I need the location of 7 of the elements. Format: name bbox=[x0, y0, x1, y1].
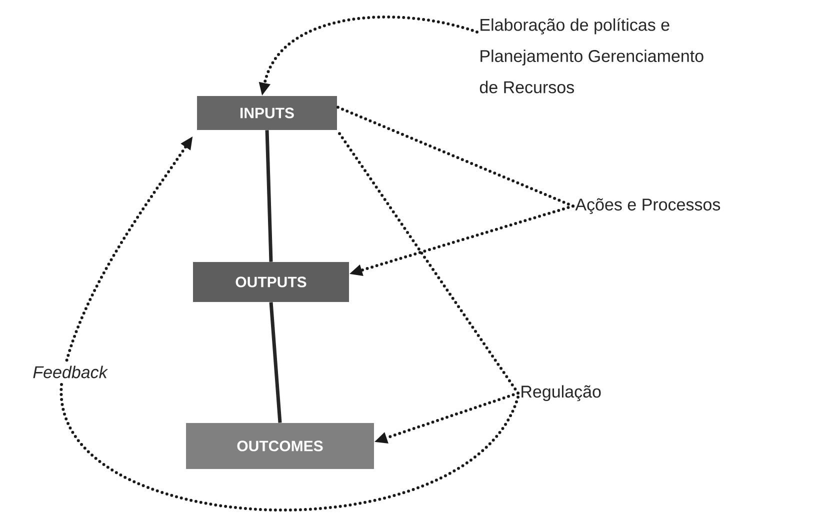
process-box: OUTCOMES bbox=[186, 423, 374, 469]
edge-label: Feedback bbox=[30, 362, 110, 382]
text-label: Elaboração de políticas e Planejamento Gerenciamento de Recursos bbox=[480, 18, 704, 94]
text-label: Regulação bbox=[522, 385, 601, 402]
text-label: Ações e Processos bbox=[575, 198, 720, 214]
process-box: INPUTS bbox=[197, 96, 337, 130]
process-box: OUTPUTS bbox=[193, 262, 349, 302]
